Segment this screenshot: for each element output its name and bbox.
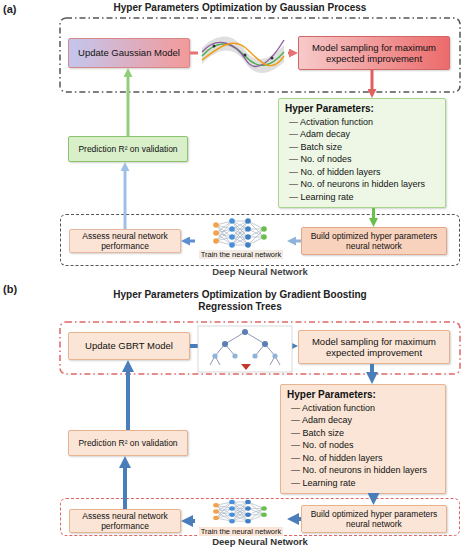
process-box: Update Gaussian Model [68,38,190,68]
tree-node [242,329,248,335]
gp-curve [202,43,284,65]
box-text: Assess neural network performance [70,231,180,251]
process-box: Model sampling for maximum expected impr… [298,36,450,70]
flow-arrow [371,70,374,91]
list-item: — Batch size [285,141,342,154]
box-text: Update GBRT Model [82,340,176,351]
list-item: — No. of hidden layers [285,166,381,179]
network-node: Train the neural network [195,219,287,259]
process-box: Prediction R² on validation [68,430,188,456]
list-item: — Learning rate [285,191,354,204]
box-text: Build optimized hyper parameters neural … [302,231,446,251]
flow-arrow [190,52,291,55]
box-text: Train the neural network [199,250,284,259]
tree-output-marker [241,364,251,370]
box-text: Build optimized hyper parameters neural … [302,509,446,529]
list-item: — No. of nodes [287,439,354,452]
neural-network-icon [213,500,267,524]
flow-arrow [123,466,127,509]
group-region: Deep Neural NetworkAssess neural network… [60,498,460,536]
list-heading: Hyper Parameters: [285,103,374,116]
box-text: Prediction R² on validation [75,144,180,154]
box-text: Model sampling for maximum expected impr… [299,42,449,65]
list-item: — Adam decay [285,128,350,141]
region-heading: Deep Neural Network [61,266,459,277]
sample-point [244,54,247,57]
plot-background [198,25,288,81]
process-box: Model sampling for maximum expected impr… [298,330,450,364]
gp-curve [202,40,284,67]
confidence-band [202,36,284,72]
sample-point [271,57,274,60]
box-text: Update Gaussian Model [75,47,183,58]
plot-background [198,326,292,372]
flow-arrow [297,517,301,521]
list-item: — Adam decay [287,414,352,427]
tree-node [222,341,228,347]
box-text: Assess neural network performance [70,511,180,531]
group-region: Deep Neural NetworkAssess neural network… [60,214,460,266]
process-box: Build optimized hyper parameters neural … [301,505,447,533]
list-item: — Learning rate [287,477,356,490]
dashed-group-frame [60,322,460,374]
flow-arrow [370,364,374,374]
flow-arrow [190,344,288,348]
neural-network-icon [213,218,267,248]
list-item: — Batch size [287,427,344,440]
flow-arrow [188,240,195,243]
regression-tree-icon [198,326,292,372]
flow-arrow [372,494,376,495]
flow-arrow [294,240,301,243]
gaussian-process-plot [198,25,288,81]
flow-arrow [127,75,130,136]
process-box: Build optimized hyper parameters neural … [301,227,447,255]
box-text: Train the neural network [199,527,284,536]
process-box: Assess neural network performance [69,509,181,533]
flow-arrow [124,169,127,229]
tree-node [262,341,268,347]
tree-node [232,353,237,358]
panel-title: Hyper Parameters Optimization by Gaussia… [80,2,400,14]
list-item: — No. of neurons in hidden layers [285,178,425,191]
list-item: — No. of nodes [285,153,352,166]
dashed-group-frame [60,18,460,92]
process-box: Prediction R² on validation [68,136,188,162]
parameter-list-box: Hyper Parameters:— Activation function— … [278,98,446,208]
flow-arrow [372,208,375,220]
process-box: Update GBRT Model [68,332,190,360]
box-text: Model sampling for maximum expected impr… [299,336,449,359]
tree-node [252,353,257,358]
process-box: Assess neural network performance [69,229,181,253]
network-node: Train the neural network [195,500,287,536]
list-item: — Activation function [287,402,375,415]
tree-branches [210,332,280,365]
panel-title: Hyper Parameters Optimization by Gradien… [90,289,390,313]
list-item: — Activation function [285,116,373,129]
list-item: — No. of neurons in hidden layers [287,464,427,477]
panel-label: (b) [3,283,17,296]
list-heading: Hyper Parameters: [287,389,376,402]
flow-arrow [191,519,195,523]
box-text: Prediction R² on validation [75,438,180,448]
sample-point [213,45,216,48]
region-heading: Deep Neural Network [61,536,459,547]
parameter-list-box: Hyper Parameters:— Activation function— … [280,384,446,494]
panel-label: (a) [3,3,16,16]
gp-curve [202,44,284,65]
list-item: — No. of hidden layers [287,452,383,465]
tree-node [272,353,277,358]
tree-node [212,353,217,358]
flow-arrow [126,370,130,430]
